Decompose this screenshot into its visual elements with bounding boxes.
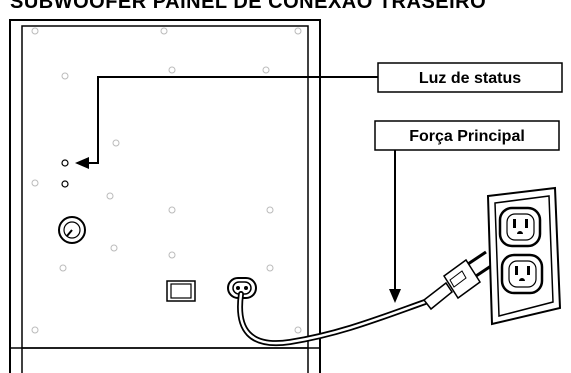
power-plug: [422, 250, 495, 311]
diagram-title: SUBWOOFER PAINEL DE CONEXÃO TRASEIRO: [10, 0, 487, 13]
power-switch: [166, 280, 196, 302]
volume-knob: [58, 216, 86, 244]
callout-label-status-light: Luz de status: [419, 70, 521, 87]
callout-status-light: Luz de status: [75, 62, 563, 169]
status-led: [61, 159, 69, 167]
secondary-led: [61, 180, 69, 188]
wall-outlet: [486, 186, 562, 326]
callout-label-main-power: Força Principal: [409, 128, 525, 145]
panel-screws: [31, 27, 302, 334]
subwoofer-cabinet: [9, 19, 321, 373]
main-power-arrow-icon: [389, 289, 401, 303]
power-cord: [237, 291, 428, 347]
power-inlet: [227, 277, 257, 299]
status-light-arrow-icon: [75, 157, 89, 169]
callout-main-power: Força Principal: [374, 120, 560, 303]
